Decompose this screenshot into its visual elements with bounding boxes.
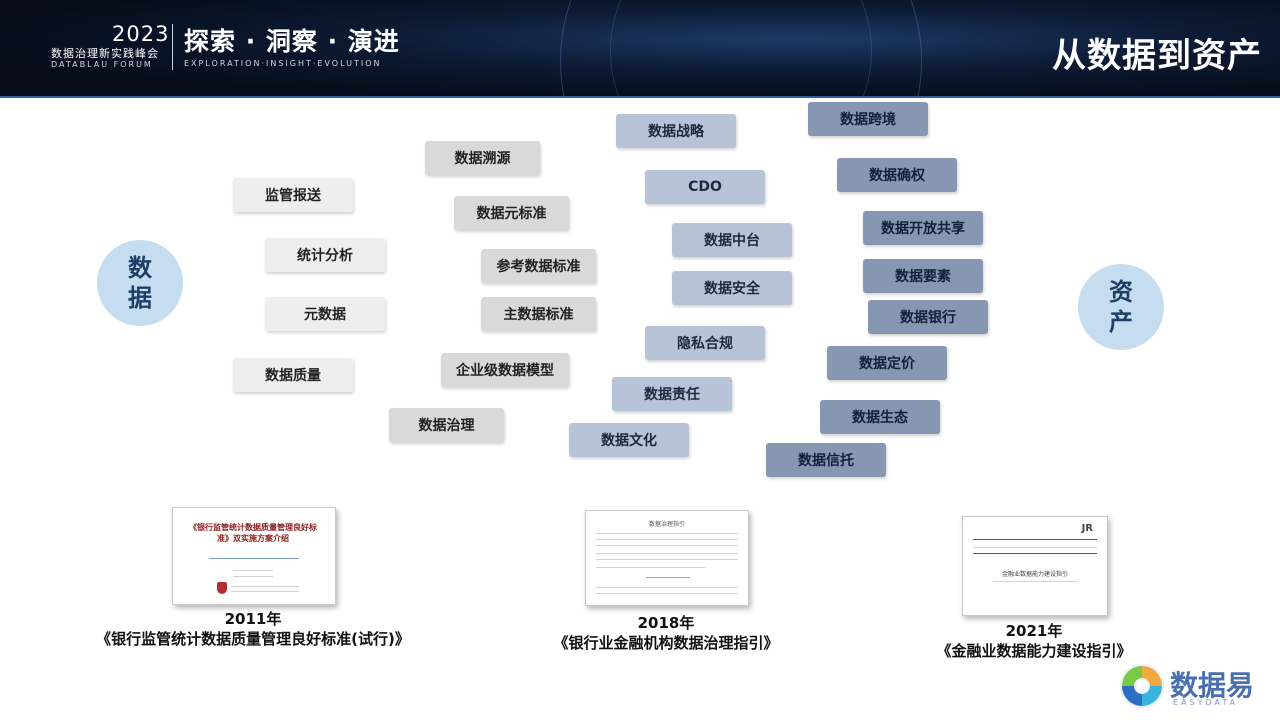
doc-cover-title: 《银行监管统计数据质量管理良好标准》双实施方案介绍 xyxy=(189,523,317,543)
forum-name-en: DATABLAU FORUM xyxy=(51,60,153,69)
doc-standard-mark: JR xyxy=(1081,523,1093,534)
tag-data-ecosystem: 数据生态 xyxy=(820,400,940,434)
easydata-logo-icon xyxy=(1120,664,1164,708)
tag-data-quality: 数据质量 xyxy=(233,358,353,392)
document-thumbnail-2018: 数据治理指引 xyxy=(585,510,749,606)
doc-line xyxy=(596,545,738,546)
doc-line xyxy=(973,547,1097,548)
document-caption-2018: 2018年 《银行业金融机构数据治理指引》 xyxy=(496,614,836,653)
doc-line xyxy=(231,591,299,592)
doc-line xyxy=(596,559,738,560)
header-banner: 2023 数据治理新实践峰会 DATABLAU FORUM 探索 · 洞察 · … xyxy=(0,0,1280,98)
doc-cover-title: 数据治理指引 xyxy=(648,521,685,528)
event-year: 2023 xyxy=(112,22,170,46)
doc-year: 2011年 xyxy=(224,610,282,628)
tag-cdo: CDO xyxy=(645,170,765,204)
event-slogan-en: EXPLORATION·INSIGHT·EVOLUTION xyxy=(184,59,382,68)
tag-data-culture: 数据文化 xyxy=(569,423,689,457)
doc-year: 2021年 xyxy=(1005,622,1063,640)
doc-line xyxy=(993,581,1077,582)
doc-line xyxy=(233,576,273,577)
tag-data-bank: 数据银行 xyxy=(868,300,988,334)
brand-name-en: EASYDATA xyxy=(1173,698,1239,707)
tag-data-element-standard: 数据元标准 xyxy=(454,196,569,230)
tag-cross-border-data: 数据跨境 xyxy=(808,102,928,136)
doc-year: 2018年 xyxy=(637,614,695,632)
page-title: 从数据到资产 xyxy=(1052,36,1262,76)
tag-data-middle-platform: 数据中台 xyxy=(672,223,792,257)
regulator-emblem-icon xyxy=(217,582,227,594)
tag-master-data-standard: 主数据标准 xyxy=(481,297,596,331)
doc-cover-title: 金融业数据能力建设指引 xyxy=(1001,571,1068,578)
event-slogan: 探索 · 洞察 · 演进 xyxy=(184,27,400,56)
tag-enterprise-data-model: 企业级数据模型 xyxy=(441,353,569,387)
tag-data-lineage: 数据溯源 xyxy=(425,141,540,175)
tag-metadata: 元数据 xyxy=(265,297,385,331)
doc-name: 《银行业金融机构数据治理指引》 xyxy=(553,634,779,652)
doc-line xyxy=(596,567,706,568)
tag-reference-data-standard: 参考数据标准 xyxy=(481,249,596,283)
tag-data-trust: 数据信托 xyxy=(766,443,886,477)
tag-data-open-sharing: 数据开放共享 xyxy=(863,211,983,245)
doc-line xyxy=(596,587,738,588)
document-caption-2021: 2021年 《金融业数据能力建设指引》 xyxy=(874,622,1194,661)
doc-link-line xyxy=(646,577,690,578)
document-thumbnail-2021: JR 金融业数据能力建设指引 xyxy=(962,516,1108,616)
doc-line xyxy=(596,593,738,594)
tag-data-strategy: 数据战略 xyxy=(616,114,736,148)
tag-data-accountability: 数据责任 xyxy=(612,377,732,411)
doc-name: 《金融业数据能力建设指引》 xyxy=(936,642,1132,660)
header-divider xyxy=(172,24,173,70)
tag-data-governance: 数据治理 xyxy=(389,408,504,442)
doc-name: 《银行监管统计数据质量管理良好标准(试行)》 xyxy=(96,630,410,648)
data-circle: 数据 xyxy=(97,240,183,326)
forum-name: 数据治理新实践峰会 xyxy=(51,47,159,60)
doc-line xyxy=(596,533,738,534)
doc-line xyxy=(231,586,299,587)
tag-data-ownership: 数据确权 xyxy=(837,158,957,192)
tag-data-security: 数据安全 xyxy=(672,271,792,305)
tag-data-factor: 数据要素 xyxy=(863,259,983,293)
doc-rule xyxy=(209,558,299,559)
doc-rule xyxy=(973,553,1097,554)
tag-data-pricing: 数据定价 xyxy=(827,346,947,380)
tag-privacy-compliance: 隐私合规 xyxy=(645,326,765,360)
doc-line xyxy=(596,553,738,554)
brand-name: 数据易 xyxy=(1170,669,1255,702)
document-thumbnail-2011: 《银行监管统计数据质量管理良好标准》双实施方案介绍 xyxy=(172,507,336,605)
tag-statistical-analysis: 统计分析 xyxy=(265,238,385,272)
doc-line xyxy=(596,539,738,540)
doc-rule xyxy=(973,539,1097,540)
header-underline xyxy=(0,96,1280,98)
tag-regulatory-reporting: 监管报送 xyxy=(233,178,353,212)
doc-line xyxy=(233,570,273,571)
document-caption-2011: 2011年 《银行监管统计数据质量管理良好标准(试行)》 xyxy=(93,610,413,649)
asset-circle: 资产 xyxy=(1078,264,1164,350)
